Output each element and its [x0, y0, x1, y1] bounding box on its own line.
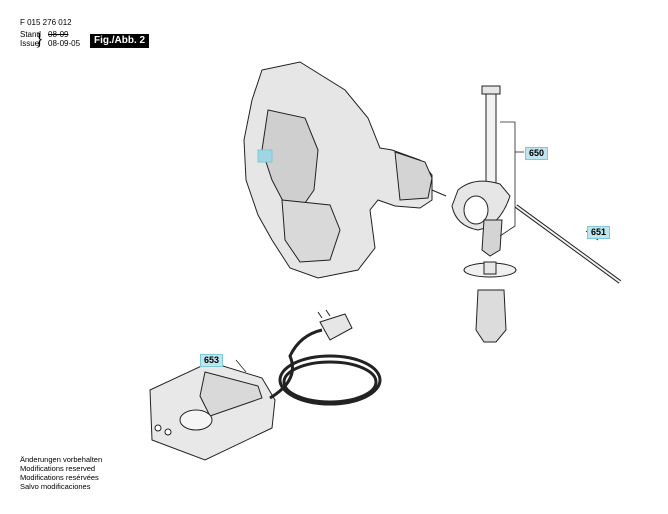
modification-notes: Änderungen vorbehalten Modifications res… — [20, 455, 102, 491]
charger-cord-illustration — [269, 328, 382, 406]
charger-illustration — [149, 361, 276, 461]
depth-stop-illustration — [514, 204, 622, 284]
bracket-650-line — [499, 121, 516, 237]
part-number-651: 651 — [587, 226, 611, 239]
issue-date: 08-09-05 — [48, 39, 81, 48]
note-es: Salvo modificaciones — [20, 482, 91, 491]
issue-label: Issue — [20, 39, 40, 48]
figure-label: Fig./Abb. 2 — [90, 34, 150, 48]
note-fr: Modifications resérvées — [20, 473, 99, 482]
stand-date: 08-09 — [48, 30, 69, 39]
part-number-653: 653 — [200, 354, 224, 367]
side-handle-illustration — [451, 85, 517, 343]
part-number-650: 650 — [525, 147, 549, 160]
document-number: F 015 276 012 — [20, 18, 72, 27]
plug-illustration — [317, 309, 353, 341]
bracket-icon: } — [35, 29, 44, 49]
stand-label: Stand — [20, 30, 41, 39]
note-en: Modifications reserved — [20, 464, 96, 473]
note-de: Änderungen vorbehalten — [20, 455, 103, 464]
hammer-drill-illustration — [243, 61, 447, 279]
